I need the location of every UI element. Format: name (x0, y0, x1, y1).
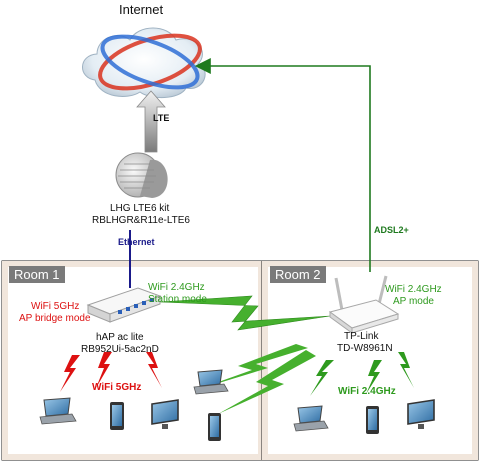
adsl-label: ADSL2+ (374, 225, 409, 235)
laptop-icon (193, 369, 229, 395)
laptop-icon (39, 397, 77, 425)
adsl-line (194, 58, 371, 272)
wifi5-signal-icon (60, 352, 162, 392)
room2-title: Room 2 (270, 266, 326, 283)
room1-station-mode-line1: WiFi 2.4GHz (148, 282, 205, 293)
room2-ap-mode-line1: WiFi 2.4GHz (385, 284, 442, 295)
internet-label: Internet (119, 2, 164, 17)
room2-ap-mode-line2: AP mode (393, 296, 434, 307)
room2-router-name: TP-Link (344, 331, 379, 342)
laptop-icon (293, 405, 329, 432)
wifi24-room2-signal-icon (310, 352, 414, 396)
room1-station-mode-line2: Station mode (148, 294, 207, 305)
room2-router-model: TD-W8961N (337, 343, 393, 354)
room1-router-name: hAP ac lite (96, 332, 144, 343)
monitor-icon (407, 399, 435, 429)
room2-band-label: WiFi 2.4GHz (338, 386, 396, 397)
hap-router-icon (86, 287, 162, 323)
tplink-router-icon (328, 275, 400, 334)
lte-arrow-icon (136, 90, 166, 153)
room1-ap-mode-line2: AP bridge mode (19, 313, 91, 324)
room1-router-model: RB952Ui-5ac2nD (81, 344, 159, 355)
phone-icon (208, 413, 221, 441)
ethernet-label: Ethernet (118, 237, 155, 247)
phone-icon (366, 406, 379, 434)
room1-band-label: WiFi 5GHz (92, 382, 142, 393)
phone-icon (110, 402, 124, 430)
lte-label: LTE (153, 113, 170, 123)
room1-title: Room 1 (9, 266, 65, 283)
lte-kit-name: LHG LTE6 kit (110, 203, 170, 214)
room1-ap-mode-line1: WiFi 5GHz (31, 301, 80, 312)
internet-cloud-icon (82, 27, 206, 98)
wifi24-room1-signal-icon (196, 344, 316, 414)
monitor-icon (151, 399, 179, 429)
lhg-antenna-icon (115, 152, 168, 198)
lte-kit-model: RBLHGR&R11e-LTE6 (92, 215, 190, 226)
